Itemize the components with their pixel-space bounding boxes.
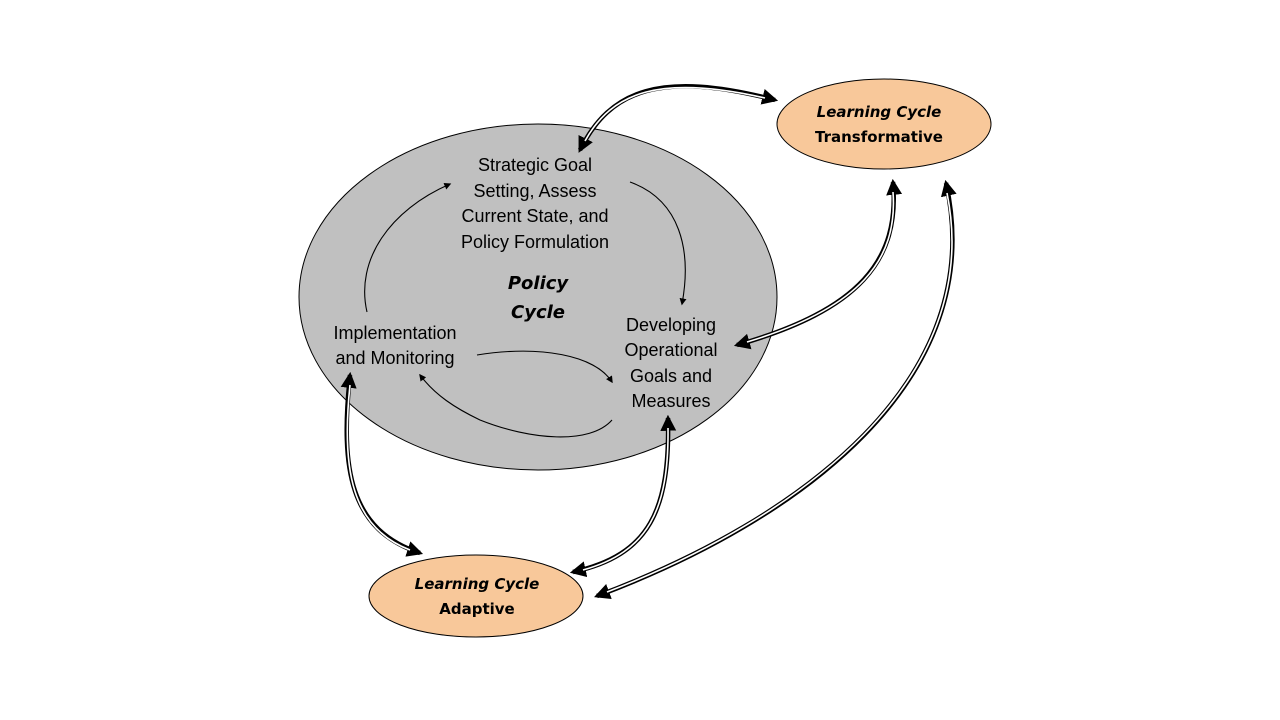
implementation-line-1: Implementation [333,323,456,343]
stage-implementation-monitoring: Implementation and Monitoring [333,323,456,368]
developing-line-3: Goals and [630,366,712,386]
developing-line-4: Measures [631,391,710,411]
transformative-cycle-ellipse [776,78,992,170]
adaptive-label-line-1: Learning Cycle [415,575,540,593]
double-arrow-adaptive-transformative [594,179,957,599]
developing-line-1: Developing [626,315,716,335]
double-arrow-implementation-adaptive [340,371,424,557]
strategic-line-4: Policy Formulation [461,232,609,252]
policy-cycle-title-line-1: Policy [508,273,570,294]
strategic-line-2: Setting, Assess [473,181,596,201]
policy-cycle-title-line-2: Cycle [511,302,565,323]
transformative-label-line-1: Learning Cycle [817,103,942,121]
stage-strategic-goal-setting: Strategic Goal Setting, Assess Current S… [461,155,609,252]
transformative-label-line-2: Transformative [815,128,943,146]
adaptive-label-line-2: Adaptive [439,600,514,618]
implementation-line-2: and Monitoring [335,348,454,368]
stage-developing-operational-goals: Developing Operational Goals and Measure… [624,315,717,411]
double-arrow-developing-adaptive [569,414,677,578]
adaptive-cycle-ellipse [368,554,584,638]
arrow-implementation-to-strategic [364,183,452,313]
double-arrow-strategic-transformative [577,83,779,153]
strategic-line-3: Current State, and [461,206,608,226]
strategic-line-1: Strategic Goal [478,155,592,175]
policy-cycle-ellipse [298,123,778,471]
developing-line-2: Operational [624,340,717,360]
